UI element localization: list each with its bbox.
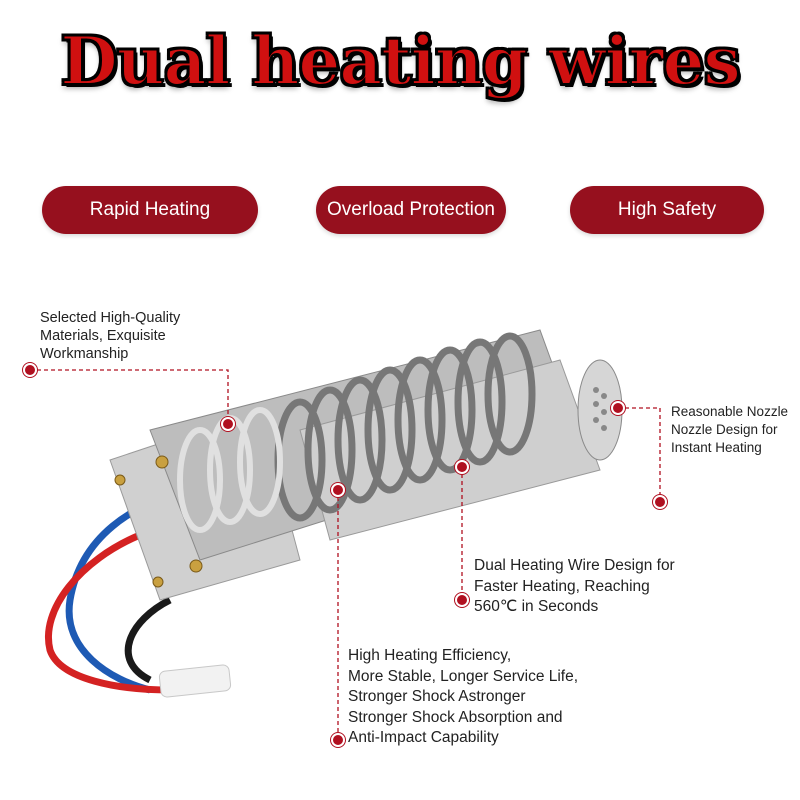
callout-marker-dual-wire-target xyxy=(455,460,469,474)
callout-materials: Selected High-Quality Materials, Exquisi… xyxy=(40,310,181,362)
callout-marker-efficiency-target xyxy=(331,483,345,497)
callout-marker-nozzle-target xyxy=(611,401,625,415)
callout-marker-materials-target xyxy=(221,417,235,431)
callout-nozzle: Reasonable Nozzle Nozzle Design for Inst… xyxy=(671,404,789,455)
feature-badge-high-safety: High Safety xyxy=(570,186,764,234)
callout-dual-wire: Dual Heating Wire Design for Faster Heat… xyxy=(474,557,675,615)
callout-marker-nozzle xyxy=(653,495,667,509)
callout-marker-efficiency xyxy=(331,733,345,747)
feature-badge-rapid-heating: Rapid Heating xyxy=(42,186,258,234)
callout-marker-materials xyxy=(23,363,37,377)
feature-badge-overload-protection: Overload Protection xyxy=(316,186,506,234)
callout-efficiency: High Heating Efficiency, More Stable, Lo… xyxy=(348,647,579,746)
page-title: Dual heating wires xyxy=(59,22,741,100)
callout-marker-dual-wire xyxy=(455,593,469,607)
